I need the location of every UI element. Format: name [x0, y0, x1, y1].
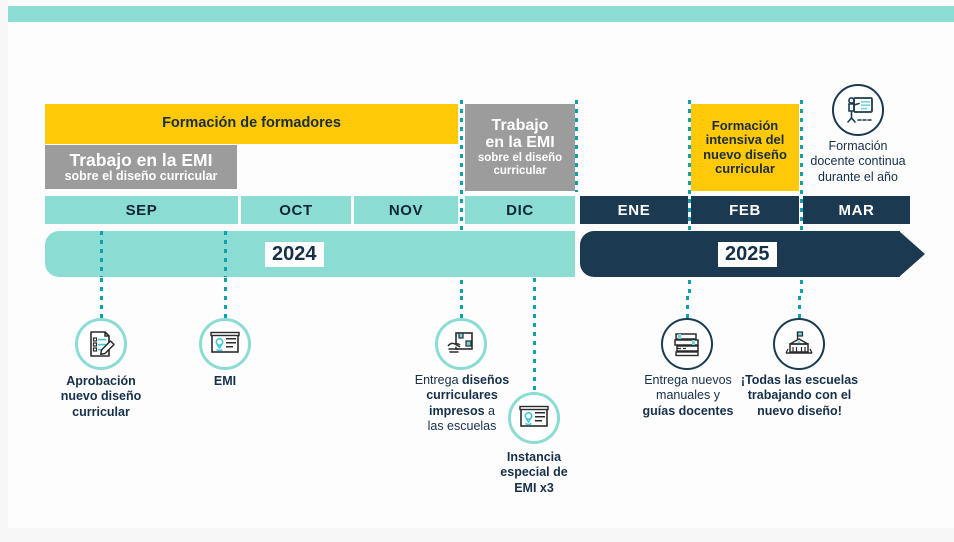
bar-formacion-de-formadores: Formación de formadores	[45, 104, 458, 144]
school-building-icon	[783, 331, 815, 357]
month-label-ene: ENE	[617, 201, 651, 219]
bar-trabajo-emi-left-title: Trabajo en la EMI	[69, 149, 213, 170]
month-label-dic: DIC	[506, 201, 534, 219]
connector-milestone-5	[686, 296, 689, 320]
divider-dotted-ene	[575, 100, 578, 192]
badge-entrega-disenos	[435, 318, 487, 370]
bar-trabajo-emi-dic-subtitle-line1: sobre el diseño	[477, 152, 563, 165]
caption-entrega-bold2: curriculares	[426, 388, 498, 403]
bar-trabajo-emi-left: Trabajo en la EMI sobre el diseño curric…	[45, 145, 237, 189]
caption-formacion-docente-line3: durante el año	[818, 169, 898, 184]
divider-dotted-feb-left	[688, 100, 691, 296]
year-dot-oct	[224, 231, 227, 277]
caption-emi-line1: EMI	[213, 374, 237, 388]
badge-formacion-docente-continua	[832, 84, 884, 136]
caption-manuales-bold1: guías docentes	[642, 403, 734, 418]
package-delivery-icon	[446, 330, 476, 358]
month-label-feb: FEB	[729, 201, 761, 219]
bar-formacion-intensiva: Formación intensiva del nuevo diseño cur…	[691, 104, 799, 191]
caption-manuales-line2: manuales y	[656, 388, 720, 403]
bar-formacion-intensiva-line4: curricular	[715, 160, 775, 176]
bar-trabajo-emi-dic-title-line1: Trabajo	[491, 116, 549, 134]
badge-aprobacion-nuevo-diseno	[75, 318, 127, 370]
caption-aprobacion-line2: nuevo diseño	[60, 389, 142, 404]
bar-trabajo-emi-dic-title-line2: en la EMI	[485, 134, 555, 152]
caption-formacion-docente-line1: Formación	[828, 139, 888, 153]
month-cell-oct: OCT	[241, 196, 351, 224]
bar-formacion-de-formadores-label: Formación de formadores	[162, 115, 341, 132]
month-label-oct: OCT	[279, 201, 313, 219]
bar-formacion-intensiva-line1: Formación	[711, 118, 779, 134]
bottom-edge-strip	[0, 528, 954, 542]
bar-trabajo-emi-dic-subtitle-line2: curricular	[493, 165, 547, 178]
caption-entrega-bold1: diseños	[462, 373, 510, 387]
caption-emi: EMI	[180, 374, 270, 389]
connector-milestone-1	[100, 278, 103, 320]
caption-instancia-line2: especial de	[500, 465, 568, 480]
caption-entrega-part2: a	[484, 403, 496, 418]
caption-entrega-disenos: Entrega diseños curriculares impresos a …	[403, 373, 521, 434]
presentation-board-icon	[210, 331, 240, 357]
badge-instancia-especial-emi	[508, 392, 560, 444]
caption-formacion-docente-line2: docente continua	[810, 154, 906, 169]
divider-dotted-dic	[460, 100, 463, 296]
caption-instancia-line1: Instancia	[506, 450, 562, 464]
bar-trabajo-emi-left-subtitle: sobre el diseño curricular	[64, 169, 218, 184]
caption-entrega-part1: Entrega	[414, 373, 462, 387]
year-arrow-head-2025	[899, 231, 925, 277]
year-label-2024: 2024	[265, 242, 324, 267]
badge-entrega-manuales	[661, 318, 713, 370]
badge-todas-las-escuelas	[773, 318, 825, 370]
caption-aprobacion-line1: Aprobación	[66, 374, 136, 388]
caption-entrega-line4: las escuelas	[427, 418, 497, 433]
caption-entrega-manuales: Entrega nuevos manuales y guías docentes	[628, 373, 748, 419]
year-dot-sep	[100, 231, 103, 277]
year-label-2025: 2025	[718, 242, 777, 267]
teacher-whiteboard-icon	[842, 95, 874, 125]
month-cell-nov: NOV	[354, 196, 458, 224]
caption-formacion-docente-continua: Formación docente continua durante el añ…	[798, 139, 918, 185]
caption-aprobacion-nuevo-diseno: Aprobación nuevo diseño curricular	[46, 374, 156, 420]
caption-todas-las-escuelas: ¡Todas las escuelas trabajando con el nu…	[732, 373, 867, 419]
caption-escuelas-line1: ¡Todas las escuelas	[740, 373, 859, 387]
caption-escuelas-line2: trabajando con el	[747, 388, 852, 403]
caption-manuales-line1: Entrega nuevos	[644, 373, 732, 387]
month-cell-sep: SEP	[45, 196, 238, 224]
month-cell-mar: MAR	[803, 196, 910, 224]
caption-escuelas-line3: nuevo diseño!	[757, 403, 842, 418]
bar-trabajo-emi-dic: Trabajo en la EMI sobre el diseño curric…	[465, 104, 575, 191]
month-cell-dic: DIC	[465, 196, 575, 224]
month-label-sep: SEP	[125, 201, 158, 219]
divider-dotted-feb-right	[800, 100, 803, 296]
bar-formacion-intensiva-line3: nuevo diseño	[703, 146, 787, 162]
badge-emi	[199, 318, 251, 370]
month-cell-ene: ENE	[580, 196, 688, 224]
connector-milestone-6	[798, 296, 801, 320]
presentation-board-icon	[519, 405, 549, 431]
connector-milestone-3	[460, 296, 463, 320]
connector-milestone-4	[533, 278, 536, 392]
bar-formacion-intensiva-line2: intensiva del	[705, 132, 785, 148]
caption-instancia-line3: EMI x3	[514, 480, 554, 495]
month-label-mar: MAR	[838, 201, 875, 219]
books-stack-icon	[672, 330, 702, 358]
top-accent-bar	[8, 6, 954, 22]
left-edge-strip	[0, 0, 8, 542]
month-label-nov: NOV	[388, 201, 424, 219]
connector-milestone-2	[224, 278, 227, 320]
caption-aprobacion-line3: curricular	[72, 404, 130, 419]
caption-entrega-bold3: impresos	[428, 403, 485, 418]
checklist-pencil-icon	[86, 329, 116, 359]
month-cell-feb: FEB	[691, 196, 799, 224]
caption-instancia-especial-emi: Instancia especial de EMI x3	[483, 450, 585, 496]
